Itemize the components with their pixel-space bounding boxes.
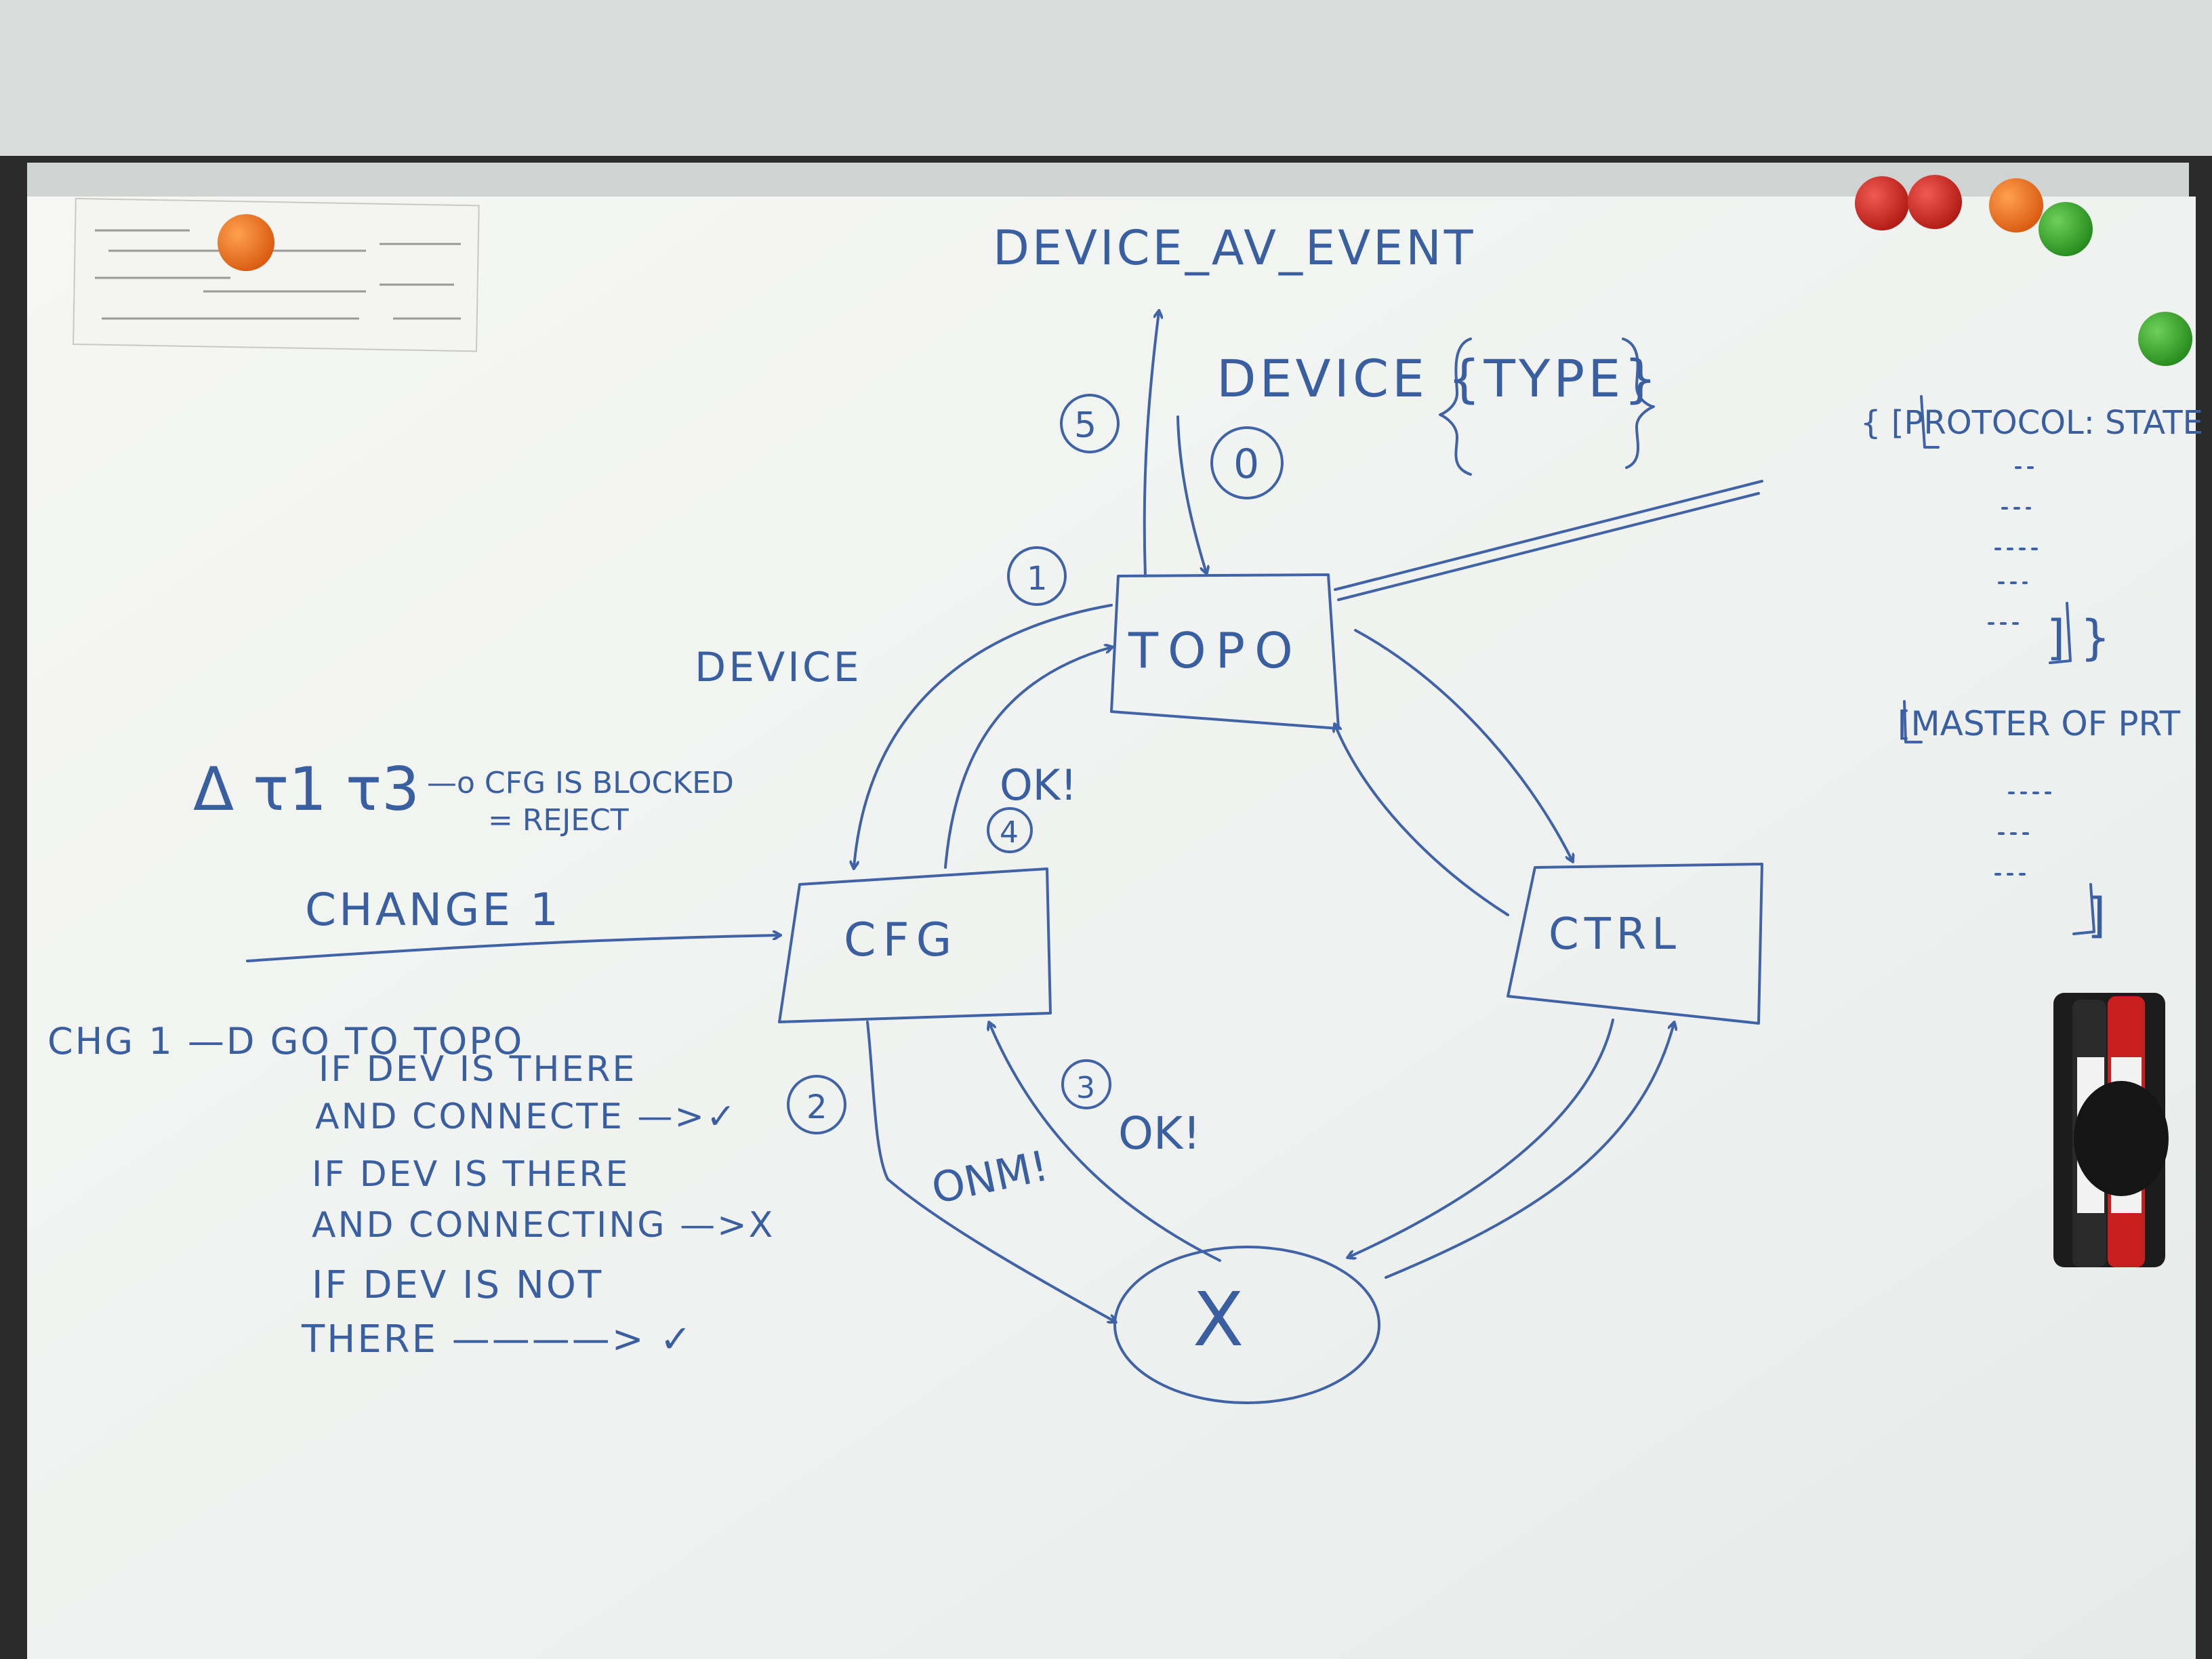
master-of-prt-note: [MASTER OF PRT bbox=[1898, 704, 2181, 743]
cond2-line2: AND CONNECTING —>X bbox=[312, 1205, 775, 1246]
x-node-label: X bbox=[1193, 1276, 1244, 1363]
device-type-label: DEVICE {TYPE} bbox=[1216, 348, 1660, 409]
magnet-orange-icon bbox=[218, 214, 274, 271]
delta-tau-note: Δ τ1 τ3 bbox=[193, 754, 419, 824]
diagram-strokes bbox=[246, 312, 2095, 1404]
step-1: 1 bbox=[1027, 560, 1048, 598]
ctrl-box-label: CTRL bbox=[1549, 909, 1681, 960]
cond1-line1: IF DEV IS THERE bbox=[319, 1049, 636, 1090]
ok-label-3: OK! bbox=[1118, 1107, 1201, 1160]
protocol-state-note: { [PROTOCOL: STATE bbox=[1860, 404, 2203, 442]
box-ctrl bbox=[1507, 863, 1763, 1025]
cond2-line1: IF DEV IS THERE bbox=[312, 1154, 630, 1195]
magnet-red-icon-2 bbox=[1908, 175, 1962, 229]
topo-box-label: TOPO bbox=[1128, 622, 1303, 679]
cond1-line2: AND CONNECTE —>✓ bbox=[315, 1097, 738, 1137]
reject-note: = REJECT bbox=[488, 803, 629, 838]
cond3-line1: IF DEV IS NOT bbox=[312, 1263, 603, 1307]
marker-tray-top bbox=[27, 163, 2189, 202]
top-event-label: DEVICE_AV_EVENT bbox=[993, 220, 1476, 276]
bracket-close-1: ] } bbox=[2047, 610, 2110, 665]
magnet-orange-icon-2 bbox=[1989, 178, 2043, 232]
pinned-paper bbox=[73, 197, 480, 352]
bracket-close-2: ] bbox=[2087, 888, 2106, 943]
ok-label-4: OK! bbox=[1000, 760, 1077, 810]
magnet-red-icon bbox=[1855, 176, 1909, 230]
device-label: DEVICE bbox=[695, 644, 862, 691]
step-0: 0 bbox=[1233, 441, 1259, 488]
step-4: 4 bbox=[1000, 815, 1019, 850]
magnet-green-icon bbox=[2039, 202, 2093, 256]
chg-go-to-topo: CHG 1 —D GO TO TOPO bbox=[47, 1020, 524, 1063]
step-3: 3 bbox=[1076, 1071, 1095, 1105]
magnet-green-icon-2 bbox=[2138, 312, 2192, 366]
node-x-circle bbox=[1113, 1246, 1380, 1404]
marker-holder-icon bbox=[2053, 993, 2169, 1267]
step-5: 5 bbox=[1074, 405, 1097, 446]
cfg-box-label: CFG bbox=[844, 914, 958, 967]
step-2: 2 bbox=[806, 1088, 827, 1126]
cfg-blocked-note: —o CFG IS BLOCKED bbox=[427, 766, 734, 800]
box-cfg bbox=[778, 867, 1052, 1023]
change-1-label: CHANGE 1 bbox=[305, 884, 561, 936]
cond3-line2: THERE ————> ✓ bbox=[301, 1317, 693, 1361]
